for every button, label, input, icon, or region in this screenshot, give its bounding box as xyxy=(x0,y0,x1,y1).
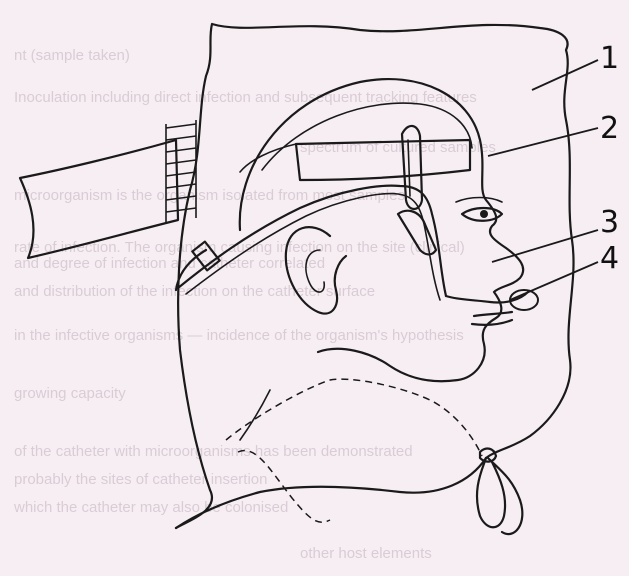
label-3: 3 xyxy=(600,205,619,240)
eyebrow xyxy=(456,198,502,203)
label-2: 2 xyxy=(600,111,619,146)
ear xyxy=(286,227,346,313)
tie-knot xyxy=(480,449,496,462)
head-outline xyxy=(240,79,523,381)
ear-inner xyxy=(306,250,324,292)
neck-line xyxy=(240,390,270,440)
vent-slats xyxy=(166,120,196,222)
hood-outline xyxy=(176,24,574,528)
neck-collar xyxy=(226,379,482,456)
headband-strap xyxy=(240,144,296,172)
eye-pupil xyxy=(480,210,488,218)
label-4: 4 xyxy=(600,241,619,276)
tube-clip-lower xyxy=(398,211,436,255)
leader-2 xyxy=(488,128,598,156)
vent-panel-left xyxy=(20,140,178,258)
catheter-tube-second xyxy=(186,194,440,300)
leader-3 xyxy=(492,230,598,262)
lips xyxy=(472,312,512,325)
hood-tie xyxy=(477,458,522,534)
headband xyxy=(296,140,470,180)
shoulder-line xyxy=(176,458,486,528)
tube-clip xyxy=(402,126,422,209)
label-1: 1 xyxy=(600,41,619,76)
